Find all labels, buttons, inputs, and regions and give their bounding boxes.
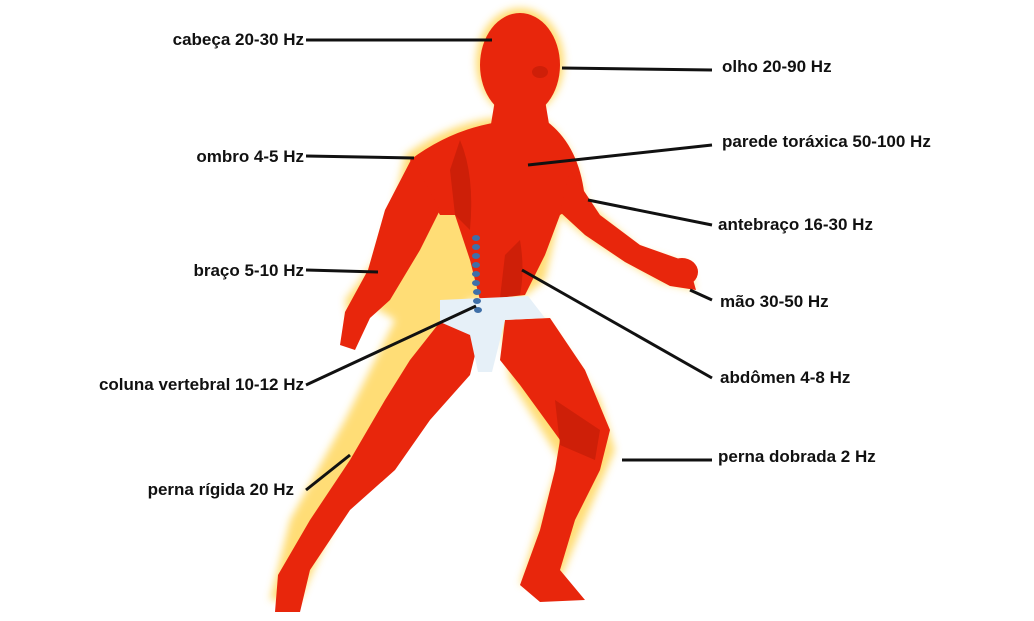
label-cabeca: cabeça 20-30 Hz [173, 30, 304, 50]
label-coluna-vertebral: coluna vertebral 10-12 Hz [99, 375, 304, 395]
label-olho: olho 20-90 Hz [722, 57, 832, 77]
label-parede-toraxica: parede toráxica 50-100 Hz [722, 132, 931, 152]
right-hand [666, 258, 698, 286]
label-mao: mão 30-50 Hz [720, 292, 829, 312]
leader-braco [306, 270, 378, 272]
label-perna-rigida: perna rígida 20 Hz [148, 480, 294, 500]
right-leg [500, 318, 610, 602]
label-ombro: ombro 4-5 Hz [196, 147, 304, 167]
label-braco: braço 5-10 Hz [193, 261, 304, 281]
leader-mao [690, 290, 712, 300]
label-abdomen: abdômen 4-8 Hz [720, 368, 850, 388]
leader-ombro [306, 156, 414, 158]
leader-olho [562, 68, 712, 70]
label-perna-dobrada: perna dobrada 2 Hz [718, 447, 876, 467]
label-antebraco: antebraço 16-30 Hz [718, 215, 873, 235]
